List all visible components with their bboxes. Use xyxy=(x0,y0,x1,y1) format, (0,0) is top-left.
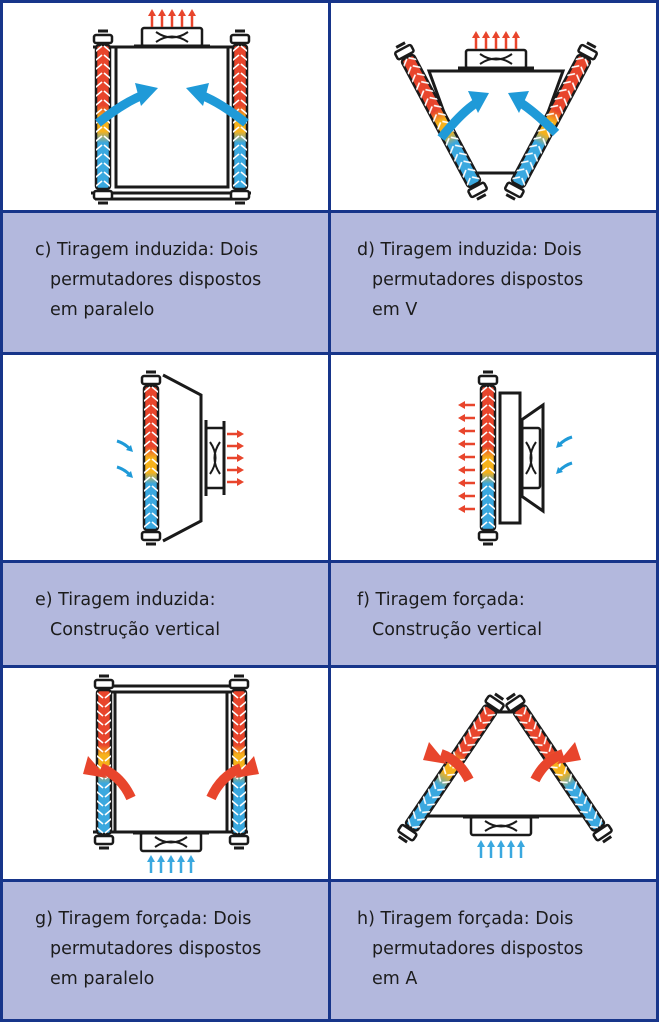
diagram-h-forced-a xyxy=(331,668,659,882)
caption-h: h) Tiragem forçada: Dois permutadores di… xyxy=(331,882,659,1022)
diagram-h-svg xyxy=(393,690,617,860)
diagram-g-svg xyxy=(83,674,259,875)
air-outflow-arrow-icon xyxy=(470,29,522,51)
caption-c-text: c) Tiragem induzida: Dois permutadores d… xyxy=(35,240,262,320)
caption-g: g) Tiragem forçada: Dois permutadores di… xyxy=(0,882,331,1022)
fan-icon xyxy=(520,418,542,498)
heat-exchanger-icon xyxy=(228,674,250,850)
heat-exchanger-icon xyxy=(140,370,162,546)
caption-d: d) Tiragem induzida: Dois permutadores d… xyxy=(331,213,659,355)
caption-f-text: f) Tiragem forçada: Construção vertical xyxy=(357,590,543,640)
air-outflow-arrow-icon xyxy=(456,399,477,515)
caption-f: f) Tiragem forçada: Construção vertical xyxy=(331,563,659,668)
fan-icon xyxy=(131,831,211,853)
diagram-e-svg xyxy=(115,370,246,546)
heat-exchanger-icon xyxy=(477,370,499,546)
air-outflow-arrow-icon xyxy=(423,742,581,783)
air-outflow-arrow-icon xyxy=(225,428,246,488)
air-inflow-arrow-icon xyxy=(115,439,135,480)
diagram-d-induced-v xyxy=(331,0,659,213)
air-inflow-arrow-icon xyxy=(145,853,197,875)
diagram-e-induced-vertical xyxy=(0,355,331,563)
diagram-f-svg xyxy=(456,370,574,546)
caption-e-text: e) Tiragem induzida: Construção vertical xyxy=(35,590,221,640)
air-inflow-arrow-icon xyxy=(437,91,560,141)
air-inflow-arrow-icon xyxy=(475,838,527,860)
diagram-d-svg xyxy=(391,29,601,203)
fan-icon xyxy=(204,418,226,498)
diagram-g-forced-parallel xyxy=(0,668,331,882)
air-inflow-arrow-icon xyxy=(95,83,249,127)
diagram-c-svg xyxy=(91,7,251,205)
caption-c: c) Tiragem induzida: Dois permutadores d… xyxy=(0,213,331,355)
air-outflow-arrow-icon xyxy=(146,7,198,29)
air-outflow-arrow-icon xyxy=(83,756,259,801)
diagram-f-forced-vertical xyxy=(331,355,659,563)
air-inflow-arrow-icon xyxy=(554,435,574,476)
caption-h-text: h) Tiragem forçada: Dois permutadores di… xyxy=(357,909,584,989)
heat-exchanger-icon xyxy=(93,674,115,850)
caption-e: e) Tiragem induzida: Construção vertical xyxy=(0,563,331,668)
caption-g-text: g) Tiragem forçada: Dois permutadores di… xyxy=(35,909,262,989)
caption-d-text: d) Tiragem induzida: Dois permutadores d… xyxy=(357,240,584,320)
fan-icon xyxy=(461,815,541,837)
fan-icon xyxy=(456,48,536,70)
diagram-c-induced-parallel xyxy=(0,0,331,213)
fan-icon xyxy=(132,26,212,48)
